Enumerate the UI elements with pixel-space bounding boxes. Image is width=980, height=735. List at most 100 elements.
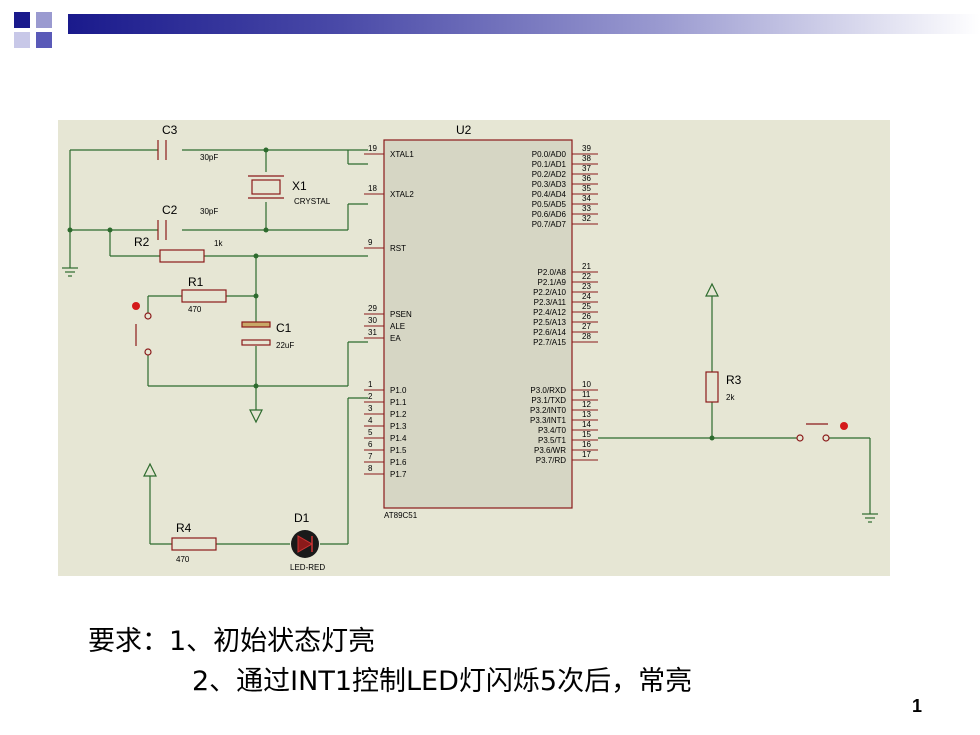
r2-body xyxy=(159,249,205,263)
pin-name: P3.4/T0 xyxy=(538,426,567,435)
pin-num: 16 xyxy=(582,440,591,449)
pin-name: P2.7/A15 xyxy=(533,338,566,347)
pin-num: 17 xyxy=(582,450,591,459)
reset-switch-contact-bottom xyxy=(144,348,152,356)
r3-body xyxy=(705,371,719,403)
led-d1 xyxy=(291,530,319,558)
pin-num: 2 xyxy=(368,392,373,401)
int-switch-button-dot xyxy=(840,422,848,430)
power-symbols xyxy=(143,282,719,477)
pin-num: 34 xyxy=(582,194,591,203)
pin-num: 31 xyxy=(368,328,377,337)
requirements-text: 要求：1、初始状态灯亮 2、通过INT1控制LED灯闪烁5次后，常亮 xyxy=(88,622,692,702)
pin-name: P3.1/TXD xyxy=(531,396,566,405)
requirement-2: 2、通过INT1控制LED灯闪烁5次后，常亮 xyxy=(192,666,693,697)
pin-num: 27 xyxy=(582,322,591,331)
pin-name: P0.6/AD6 xyxy=(532,210,567,219)
chip-part: AT89C51 xyxy=(384,511,418,520)
pin-name: P1.5 xyxy=(390,446,407,455)
pin-num: 1 xyxy=(368,380,373,389)
pin-name: P3.3/INT1 xyxy=(530,416,567,425)
c3-value: 30pF xyxy=(200,153,218,162)
requirements-prefix: 要求： xyxy=(88,626,169,657)
header-gradient-bar xyxy=(68,14,980,34)
c2-value: 30pF xyxy=(200,207,218,216)
components xyxy=(135,140,830,551)
d1-value: LED-RED xyxy=(290,563,325,572)
pin-num: 30 xyxy=(368,316,377,325)
c3-ref: C3 xyxy=(162,123,178,137)
pin-name: P3.6/WR xyxy=(534,446,566,455)
header-square-pale xyxy=(14,32,30,48)
pin-name: PSEN xyxy=(390,310,412,319)
reset-switch-button-dot xyxy=(132,302,140,310)
junctions xyxy=(67,147,715,441)
x1-body xyxy=(251,179,281,195)
pin-num: 14 xyxy=(582,420,591,429)
c1-ref: C1 xyxy=(276,321,292,335)
pin-num: 28 xyxy=(582,332,591,341)
pin-name: XTAL2 xyxy=(390,190,414,199)
pin-num: 19 xyxy=(368,144,377,153)
pin-num: 26 xyxy=(582,312,591,321)
r3-ref: R3 xyxy=(726,373,742,387)
pin-name: P3.7/RD xyxy=(536,456,566,465)
wires xyxy=(69,149,871,545)
schematic-svg: 19XTAL118XTAL29RST29PSEN30ALE31EA1P1.02P… xyxy=(62,123,878,572)
r2-value: 1k xyxy=(214,239,223,248)
pin-num: 22 xyxy=(582,272,591,281)
pin-name: P2.2/A10 xyxy=(533,288,566,297)
pin-name: P0.1/AD1 xyxy=(532,160,567,169)
chip-labels: 19XTAL118XTAL29RST29PSEN30ALE31EA1P1.02P… xyxy=(368,144,591,479)
pin-num: 9 xyxy=(368,238,373,247)
chip-ref: U2 xyxy=(456,123,472,137)
c2-ref: C2 xyxy=(162,203,178,217)
pin-name: P1.4 xyxy=(390,434,407,443)
pin-num: 35 xyxy=(582,184,591,193)
chip-body xyxy=(383,139,573,509)
pin-num: 25 xyxy=(582,302,591,311)
d1-ref: D1 xyxy=(294,511,310,525)
header-square-light xyxy=(36,12,52,28)
int-switch-contact-left xyxy=(796,434,804,442)
c1-value: 22uF xyxy=(276,341,294,350)
pin-name: EA xyxy=(390,334,401,343)
r3-value: 2k xyxy=(726,393,735,402)
pin-num: 12 xyxy=(582,400,591,409)
c1-plate-top xyxy=(241,321,271,328)
pin-name: P1.1 xyxy=(390,398,407,407)
pin-num: 24 xyxy=(582,292,591,301)
pin-num: 21 xyxy=(582,262,591,271)
page-number: 1 xyxy=(912,696,923,716)
pin-name: XTAL1 xyxy=(390,150,414,159)
pin-num: 6 xyxy=(368,440,373,449)
r1-value: 470 xyxy=(188,305,202,314)
ground-symbols xyxy=(62,267,878,523)
pin-name: ALE xyxy=(390,322,405,331)
r1-ref: R1 xyxy=(188,275,204,289)
pin-name: P2.6/A14 xyxy=(533,328,566,337)
pin-num: 38 xyxy=(582,154,591,163)
pin-name: P2.5/A13 xyxy=(533,318,566,327)
reset-switch-contact-top xyxy=(144,312,152,320)
pin-num: 10 xyxy=(582,380,591,389)
pin-name: P3.0/RXD xyxy=(530,386,566,395)
pin-name: P0.7/AD7 xyxy=(532,220,567,229)
pin-num: 32 xyxy=(582,214,591,223)
pin-num: 39 xyxy=(582,144,591,153)
r4-value: 470 xyxy=(176,555,190,564)
pin-num: 5 xyxy=(368,428,373,437)
pin-name: P0.0/AD0 xyxy=(532,150,567,159)
pin-name: RST xyxy=(390,244,406,253)
pin-num: 3 xyxy=(368,404,373,413)
pin-num: 7 xyxy=(368,452,373,461)
chip-pins xyxy=(364,153,598,475)
int-switch-contact-right xyxy=(822,434,830,442)
pin-num: 29 xyxy=(368,304,377,313)
pin-name: P1.6 xyxy=(390,458,407,467)
pin-name: P0.3/AD3 xyxy=(532,180,567,189)
pin-name: P2.3/A11 xyxy=(534,298,567,307)
pin-name: P2.1/A9 xyxy=(538,278,567,287)
requirement-1: 1、初始状态灯亮 xyxy=(169,626,376,657)
